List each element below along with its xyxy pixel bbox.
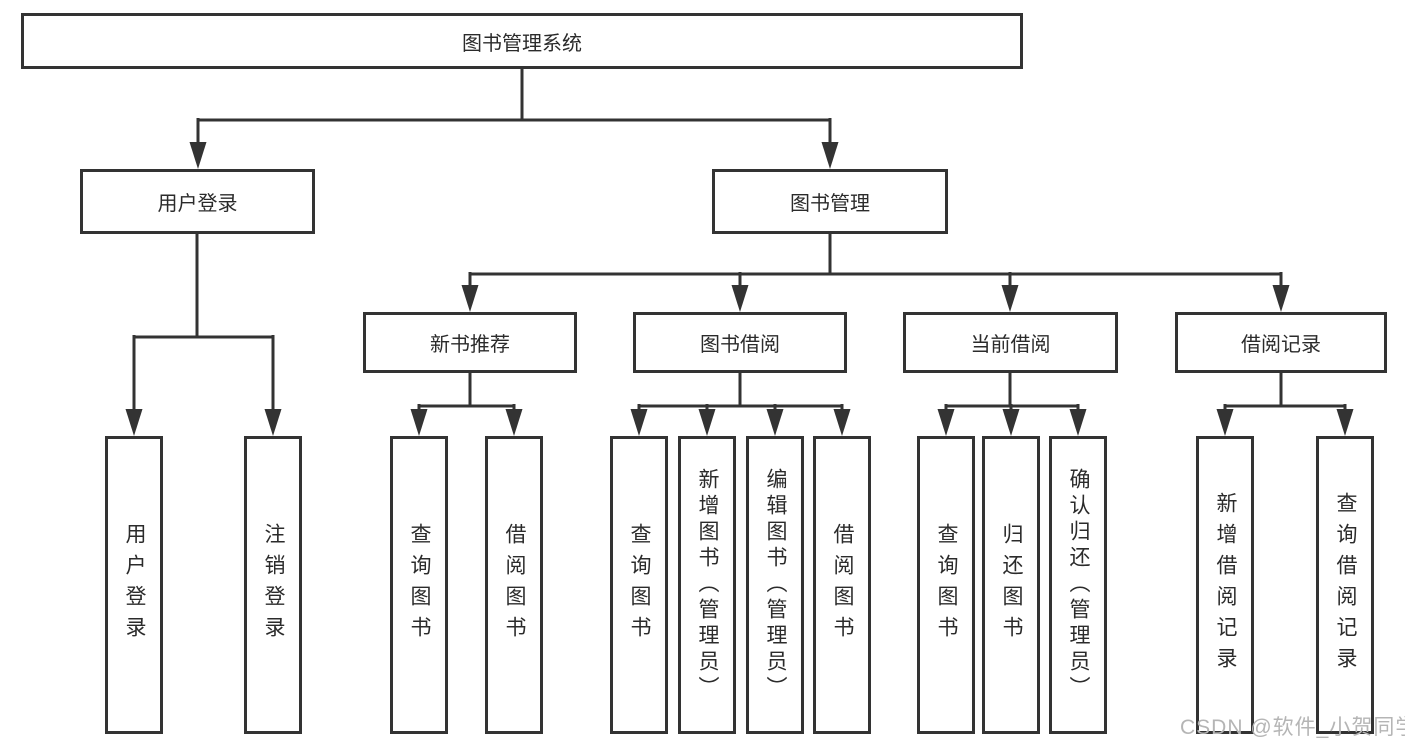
- node-book-borrow: 图书借阅: [633, 312, 847, 373]
- leaf-query-books-3: 查询图书: [917, 436, 975, 734]
- node-current-borrow: 当前借阅: [903, 312, 1118, 373]
- leaf-user-login: 用户登录: [105, 436, 163, 734]
- leaf-borrow-books-1: 借阅图书: [485, 436, 543, 734]
- node-current-borrow-label: 当前借阅: [970, 334, 1051, 356]
- leaf-add-borrow-record-label: 新增借阅记录: [1214, 492, 1238, 678]
- leaf-query-borrow-record: 查询借阅记录: [1316, 436, 1374, 734]
- node-new-book-recommend-label: 新书推荐: [430, 334, 510, 356]
- node-new-book-recommend: 新书推荐: [363, 312, 577, 373]
- leaf-borrow-books-2: 借阅图书: [813, 436, 871, 734]
- leaf-query-books-3-label: 查询图书: [935, 523, 959, 647]
- leaf-add-borrow-record: 新增借阅记录: [1196, 436, 1254, 734]
- leaf-add-book-admin-label: 新增图书（管理员）: [696, 468, 720, 702]
- leaf-edit-book-admin: 编辑图书（管理员）: [746, 436, 804, 734]
- leaf-query-books-1-label: 查询图书: [408, 523, 432, 647]
- node-book-borrow-label: 图书借阅: [700, 334, 780, 356]
- leaf-logout: 注销登录: [244, 436, 302, 734]
- node-book-management: 图书管理: [712, 169, 948, 234]
- leaf-confirm-return-admin: 确认归还（管理员）: [1049, 436, 1107, 734]
- node-user-login-label: 用户登录: [157, 193, 238, 215]
- node-root-label: 图书管理系统: [462, 32, 582, 55]
- leaf-return-books: 归还图书: [982, 436, 1040, 734]
- leaf-borrow-books-1-label: 借阅图书: [503, 523, 527, 647]
- node-borrow-records: 借阅记录: [1175, 312, 1387, 373]
- leaf-logout-label: 注销登录: [262, 523, 286, 647]
- leaf-edit-book-admin-label: 编辑图书（管理员）: [764, 468, 788, 702]
- leaf-confirm-return-admin-label: 确认归还（管理员）: [1067, 468, 1091, 702]
- leaf-return-books-label: 归还图书: [1000, 523, 1024, 647]
- leaf-user-login-label: 用户登录: [123, 523, 147, 647]
- csdn-watermark: CSDN @软件_小贺同学: [1180, 716, 1405, 739]
- leaf-query-books-2: 查询图书: [610, 436, 668, 734]
- node-root: 图书管理系统: [21, 13, 1023, 69]
- node-borrow-records-label: 借阅记录: [1241, 334, 1321, 356]
- node-user-login: 用户登录: [80, 169, 315, 234]
- leaf-query-books-2-label: 查询图书: [628, 523, 652, 647]
- leaf-query-books-1: 查询图书: [390, 436, 448, 734]
- leaf-query-borrow-record-label: 查询借阅记录: [1334, 492, 1358, 678]
- leaf-borrow-books-2-label: 借阅图书: [831, 523, 855, 647]
- node-book-management-label: 图书管理: [790, 193, 870, 215]
- leaf-add-book-admin: 新增图书（管理员）: [678, 436, 736, 734]
